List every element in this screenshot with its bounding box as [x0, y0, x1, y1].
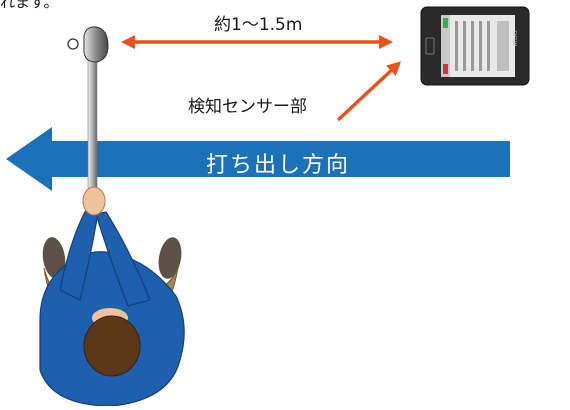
golfer-figure	[39, 186, 185, 407]
launch-direction-arrow	[6, 127, 510, 191]
left-shoe	[42, 237, 66, 279]
device-brand: ATLAS	[513, 30, 519, 46]
head	[83, 315, 141, 377]
hands	[82, 186, 106, 216]
launch-monitor-device-icon	[420, 6, 530, 86]
top-caption: れます。	[0, 0, 59, 11]
distance-label: 約1〜1.5m	[214, 15, 303, 35]
direction-label: 打ち出し方向	[206, 153, 351, 178]
golf-club-icon	[83, 26, 109, 63]
sensor-pointer-arrow	[336, 61, 402, 122]
club-shaft	[87, 55, 98, 189]
right-shoe	[158, 237, 182, 279]
golf-ball-icon	[67, 38, 79, 50]
sensor-label: 検知センサー部	[188, 97, 307, 117]
